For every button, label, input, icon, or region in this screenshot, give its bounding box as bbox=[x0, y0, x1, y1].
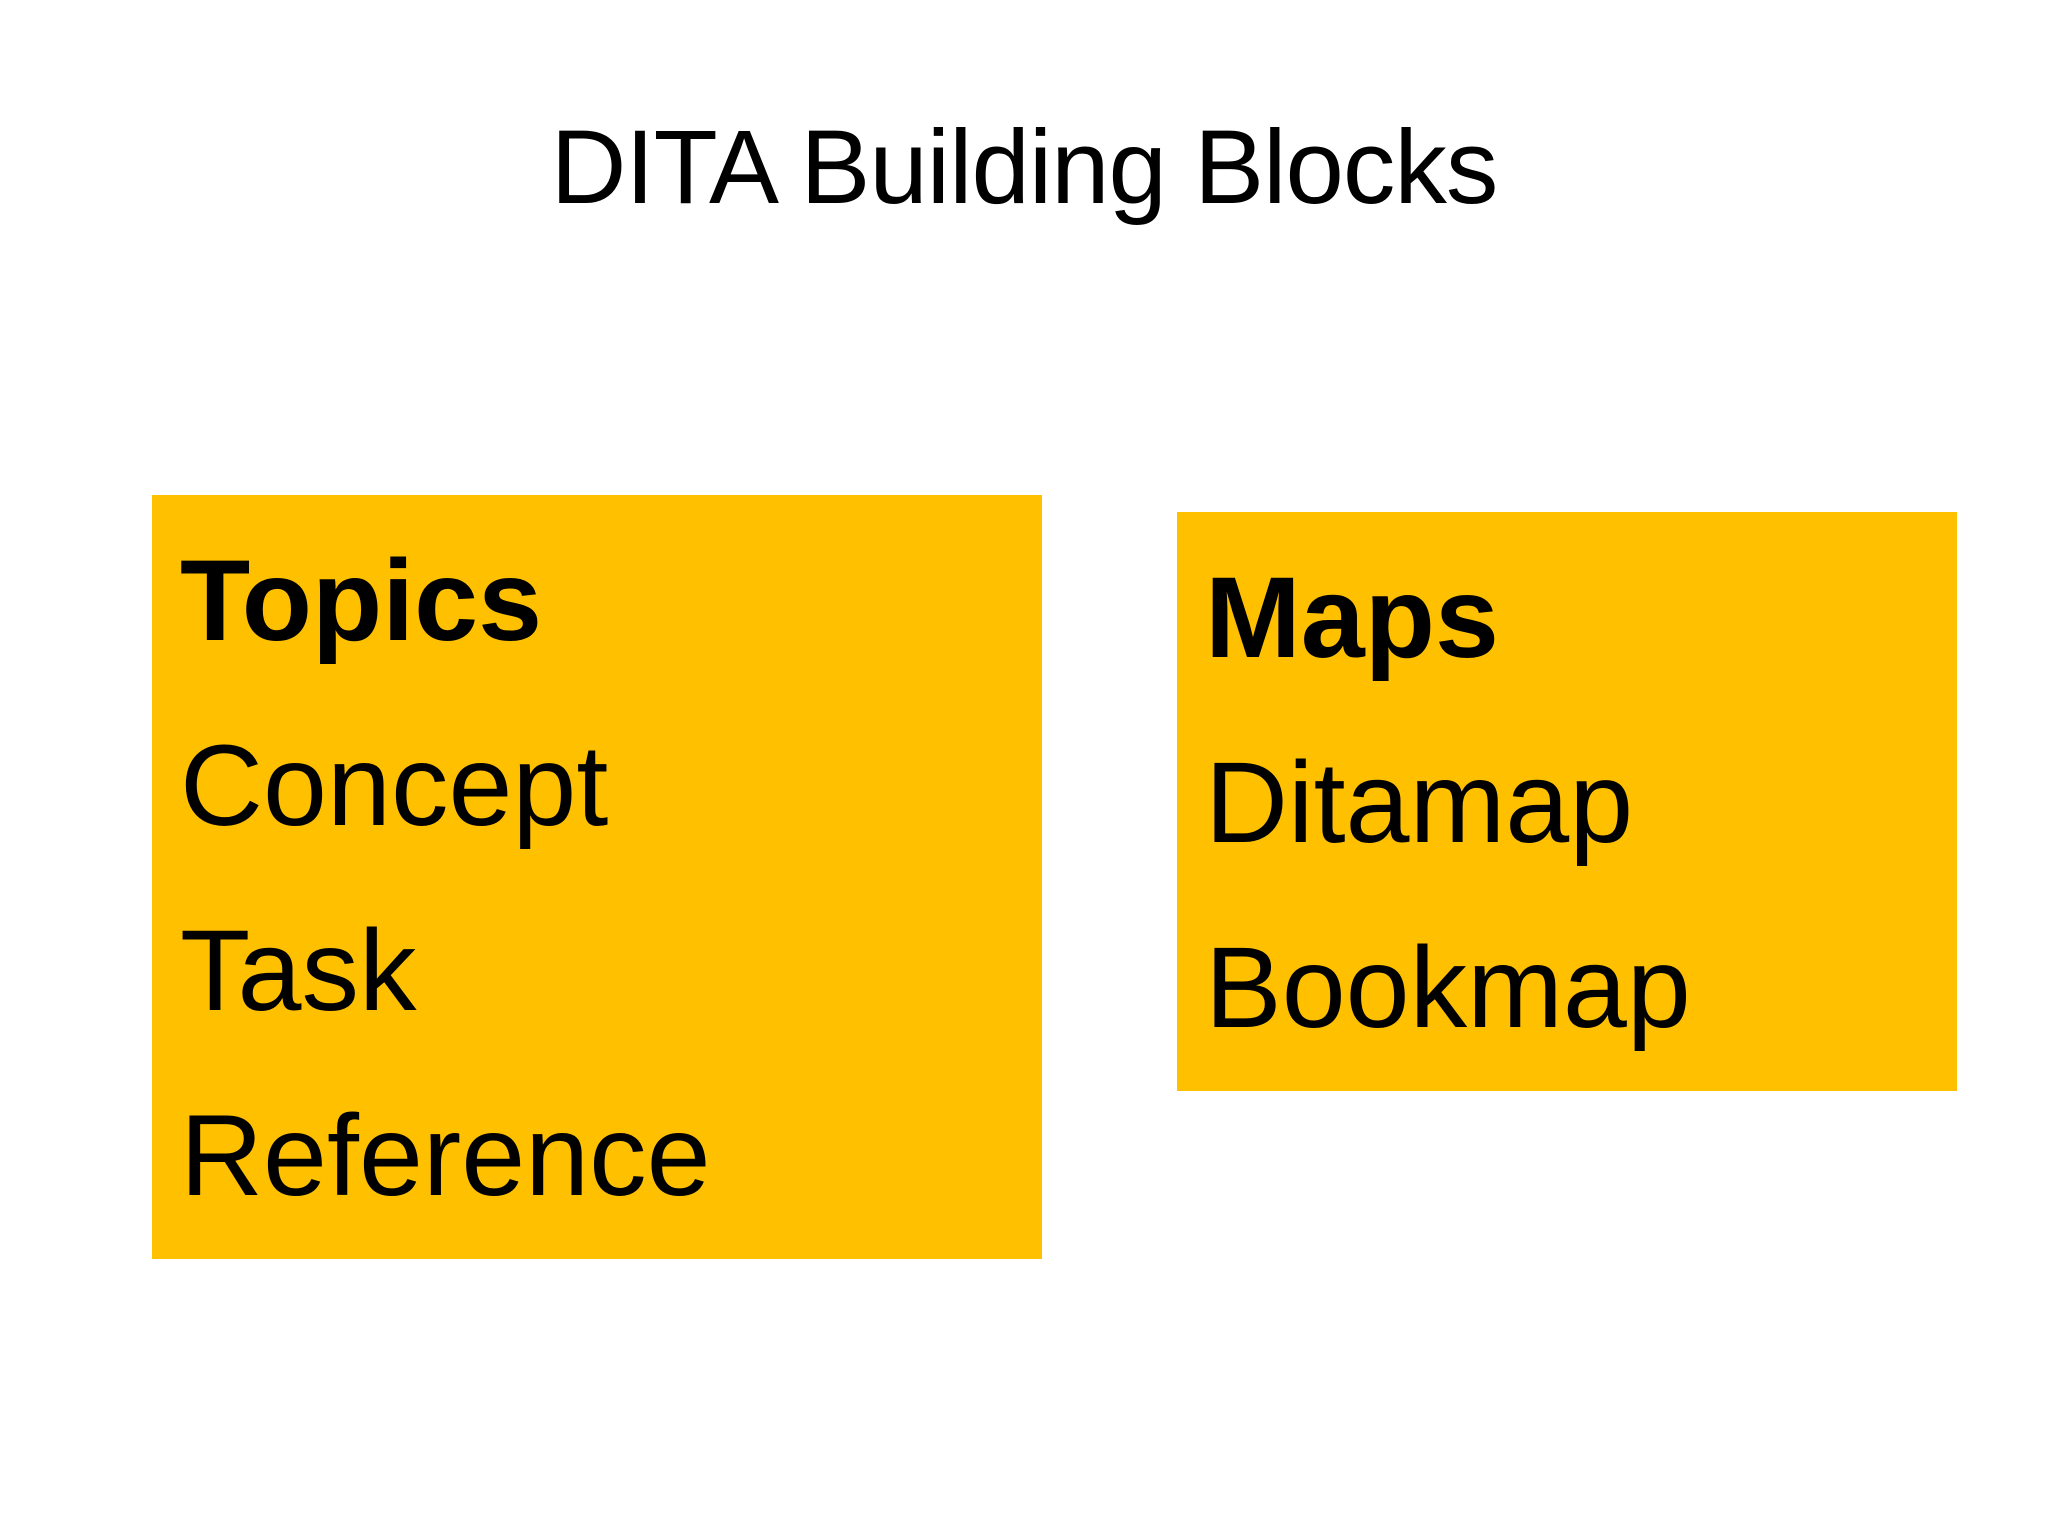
topics-box-item-reference: Reference bbox=[180, 1092, 711, 1220]
maps-box-item-bookmap: Bookmap bbox=[1205, 924, 1691, 1052]
topics-box: Topics Concept Task Reference bbox=[152, 495, 1042, 1259]
topics-box-heading: Topics bbox=[180, 537, 543, 665]
maps-box-item-ditamap: Ditamap bbox=[1205, 739, 1634, 867]
slide-title: DITA Building Blocks bbox=[550, 109, 1499, 226]
topics-box-item-concept: Concept bbox=[180, 722, 609, 850]
maps-box-heading: Maps bbox=[1205, 554, 1499, 682]
topics-box-item-task: Task bbox=[180, 907, 417, 1035]
maps-box: Maps Ditamap Bookmap bbox=[1177, 512, 1957, 1091]
